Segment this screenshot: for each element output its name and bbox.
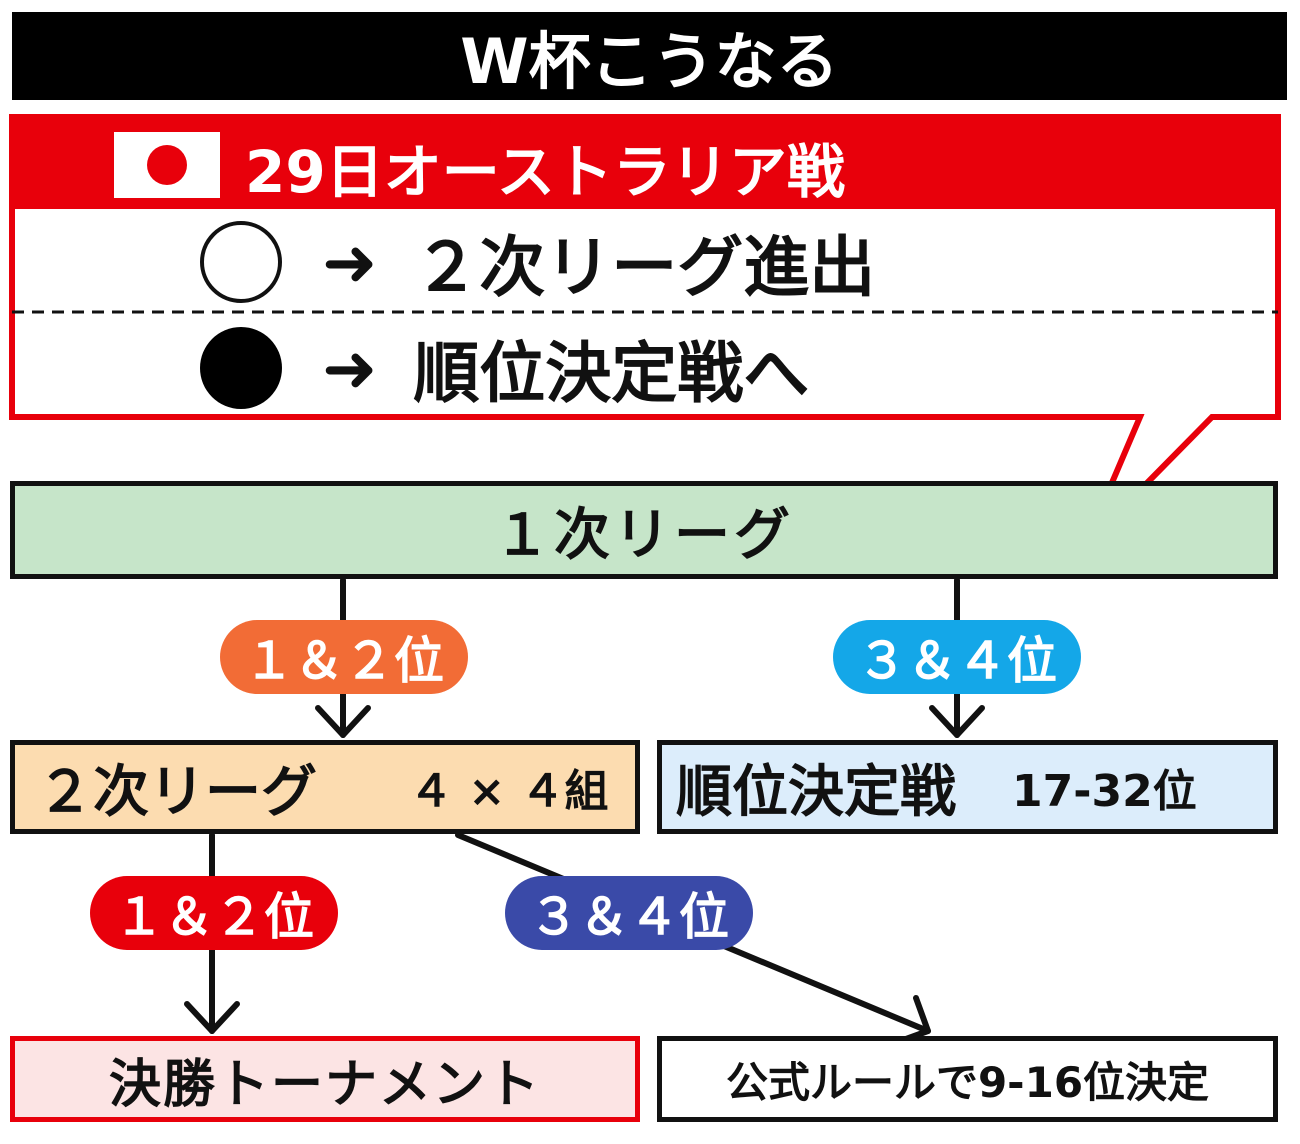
white-circle-icon	[200, 221, 282, 303]
second-league-label: ２次リーグ	[37, 759, 317, 825]
callout-header: 29日オーストラリア戦	[245, 138, 845, 206]
tournament-box: 決勝トーナメント	[10, 1036, 640, 1122]
arrowhead-icon	[929, 705, 985, 738]
right-arrow-icon: ➜	[322, 223, 378, 301]
first-league-box: １次リーグ	[10, 481, 1278, 579]
right-arrow-icon: ➜	[322, 329, 378, 407]
rule-advance-text: ２次リーグ進出	[413, 229, 876, 306]
placement-detail: 17-32位	[1012, 766, 1197, 817]
placement-label: 順位決定戦	[676, 759, 956, 825]
edge-label-3-4: ３＆４位	[505, 876, 753, 950]
rule-rank-text: 順位決定戦へ	[413, 335, 810, 412]
arrowhead-icon	[184, 1001, 240, 1034]
edge-label-1-2: １＆２位	[220, 620, 468, 694]
japan-flag-icon	[114, 132, 220, 198]
second-league-detail: ４ × ４組	[409, 766, 609, 817]
second-league-box: ２次リーグ ４ × ４組	[10, 740, 640, 834]
arrowhead-icon	[315, 705, 371, 738]
page-title: W杯こうなる	[12, 12, 1287, 100]
rule-advance: ➜ ２次リーグ進出	[200, 216, 875, 308]
rule-rank: ➜ 順位決定戦へ	[200, 322, 809, 414]
placement-box: 順位決定戦 17-32位	[657, 740, 1278, 834]
edge-label-1-2: １＆２位	[90, 876, 338, 950]
official-rule-box: 公式ルールで9-16位決定	[657, 1036, 1278, 1122]
edge-label-3-4: ３＆４位	[833, 620, 1081, 694]
black-circle-icon	[200, 327, 282, 409]
